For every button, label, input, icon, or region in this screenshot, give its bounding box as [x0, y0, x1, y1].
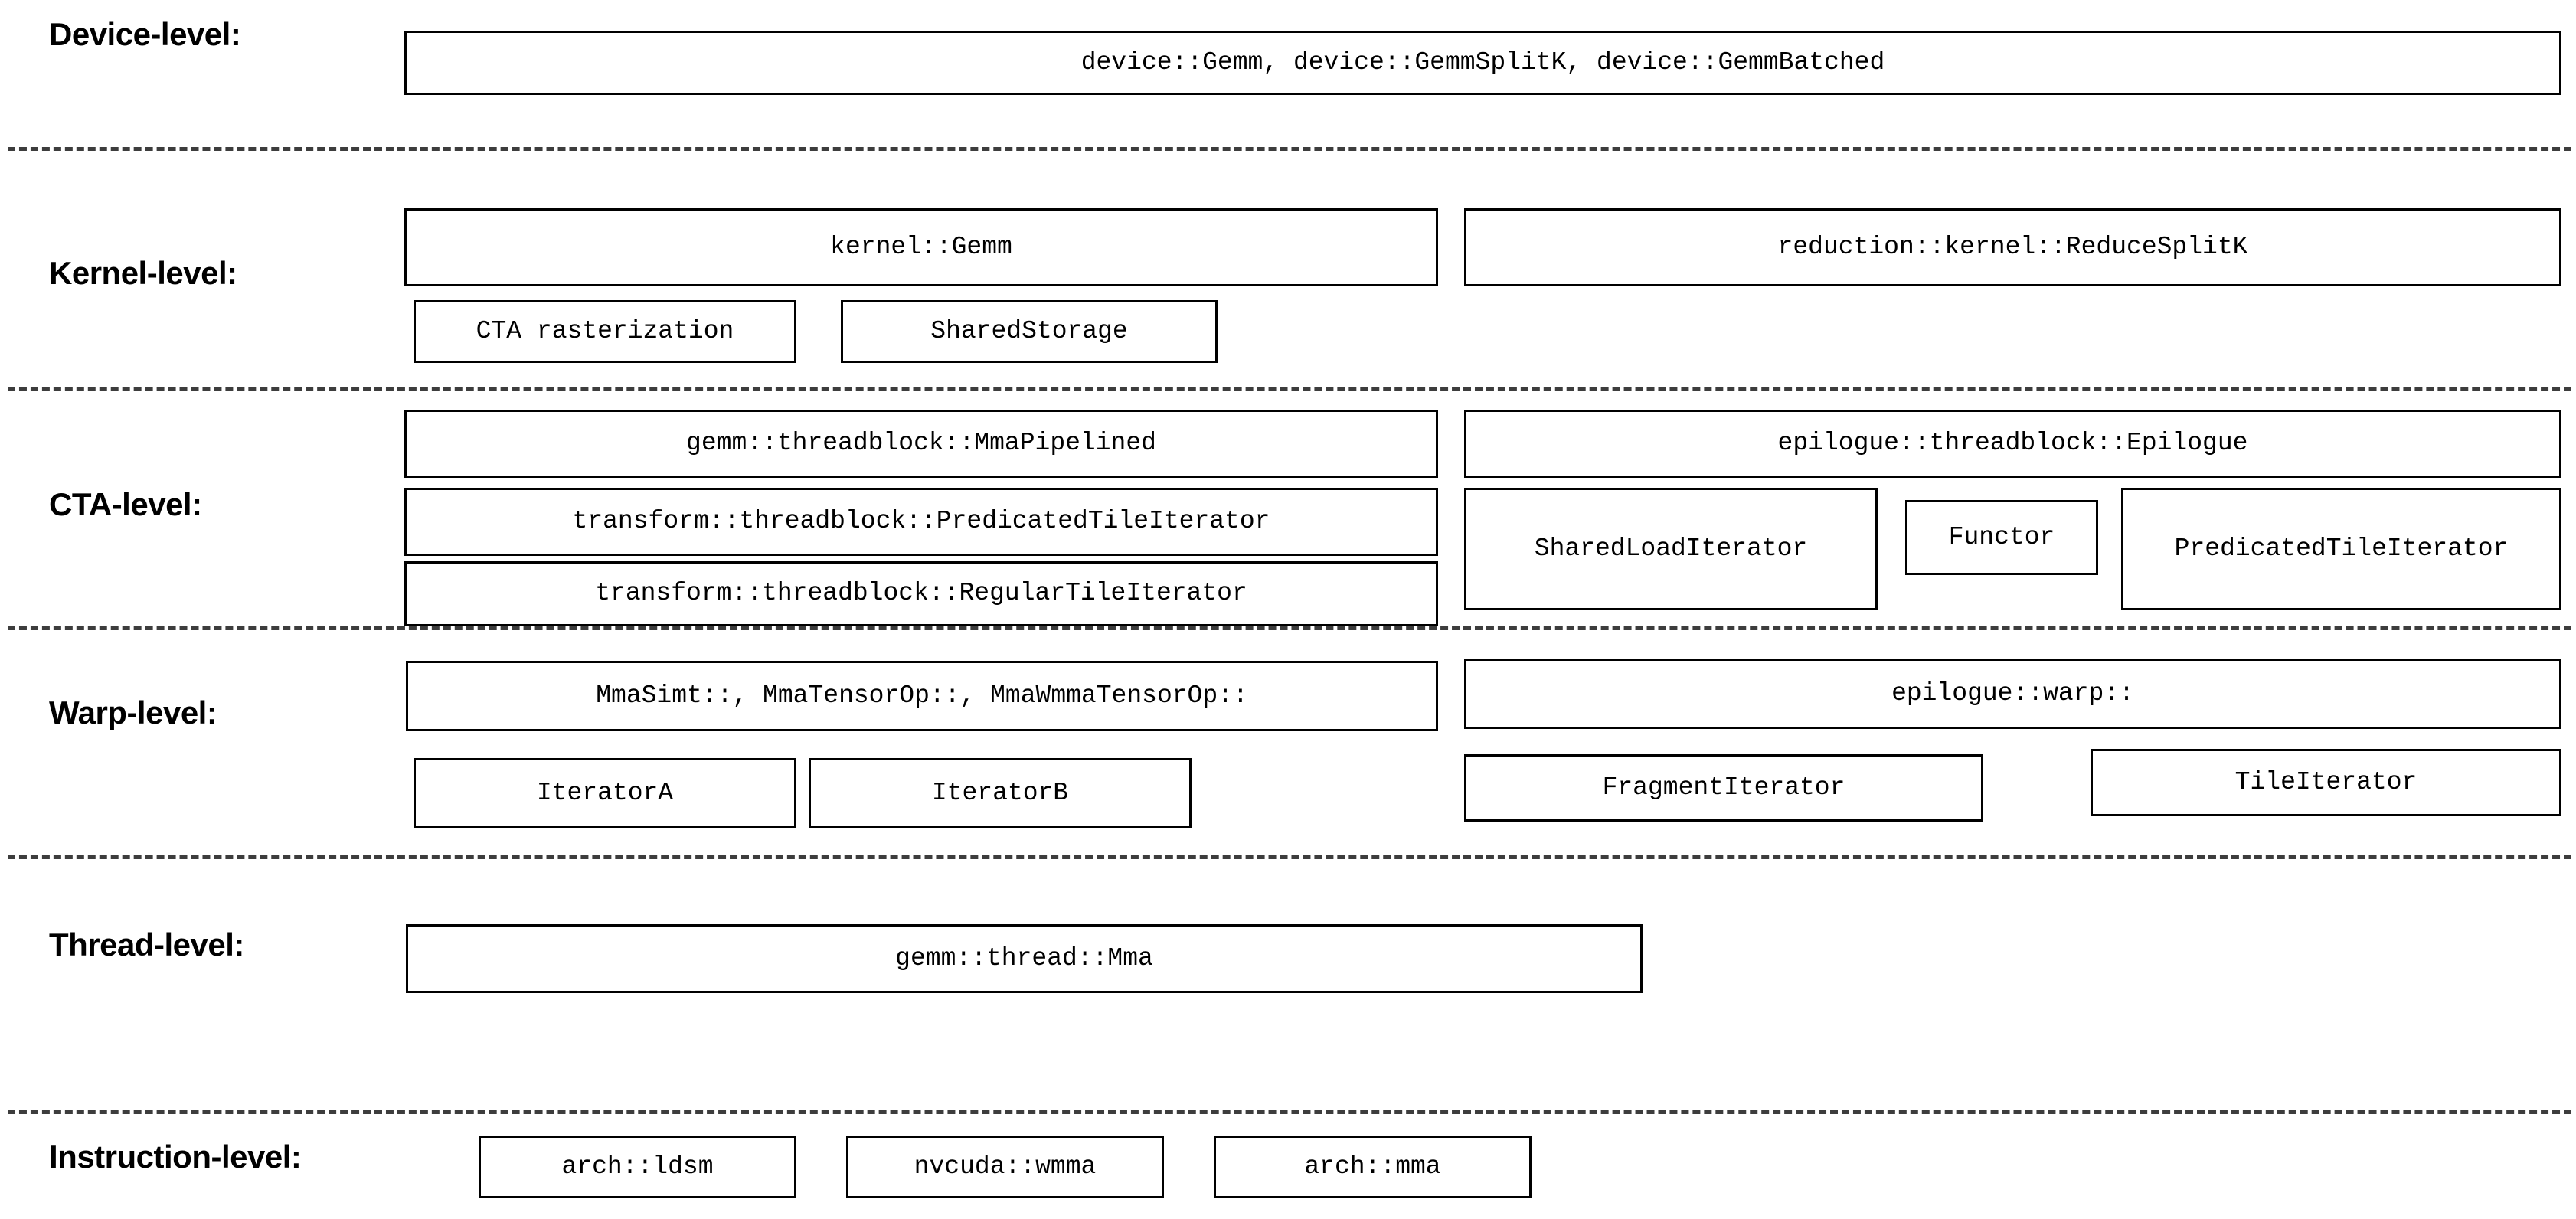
box-warp-iterator-a[interactable]: IteratorA [414, 758, 796, 828]
box-arch-mma[interactable]: arch::mma [1214, 1136, 1532, 1198]
box-epilogue-warp[interactable]: epilogue::warp:: [1464, 659, 2561, 729]
level-label-instruction: Instruction-level: [49, 1139, 302, 1175]
separator-kernel-cta [8, 387, 2571, 391]
box-transform-threadblock-regulartileiterator[interactable]: transform::threadblock::RegularTileItera… [404, 561, 1438, 626]
box-epilogue-predicatedtileiterator[interactable]: PredicatedTileIterator [2121, 488, 2561, 610]
box-warp-tile-iterator[interactable]: TileIterator [2091, 749, 2561, 816]
box-warp-iterator-b[interactable]: IteratorB [809, 758, 1192, 828]
box-arch-ldsm[interactable]: arch::ldsm [479, 1136, 796, 1198]
box-warp-fragment-iterator[interactable]: FragmentIterator [1464, 754, 1983, 822]
level-label-kernel: Kernel-level: [49, 255, 237, 291]
separator-cta-warp [8, 626, 2571, 630]
level-label-warp: Warp-level: [49, 694, 217, 730]
separator-device-kernel [8, 147, 2571, 151]
box-reduction-kernel-reducesplitk[interactable]: reduction::kernel::ReduceSplitK [1464, 208, 2561, 286]
box-device-gemm[interactable]: device::Gemm, device::GemmSplitK, device… [404, 31, 2561, 95]
box-warp-mma-ops[interactable]: MmaSimt::, MmaTensorOp::, MmaWmmaTensorO… [406, 661, 1438, 731]
box-gemm-thread-mma[interactable]: gemm::thread::Mma [406, 924, 1643, 993]
separator-warp-thread [8, 855, 2571, 859]
box-kernel-gemm[interactable]: kernel::Gemm [404, 208, 1438, 286]
level-label-thread: Thread-level: [49, 927, 244, 962]
box-shared-load-iterator[interactable]: SharedLoadIterator [1464, 488, 1878, 610]
box-functor[interactable]: Functor [1905, 500, 2098, 575]
separator-thread-instruction [8, 1110, 2571, 1114]
box-cta-rasterization[interactable]: CTA rasterization [414, 300, 796, 363]
box-gemm-threadblock-mmapipelined[interactable]: gemm::threadblock::MmaPipelined [404, 410, 1438, 478]
box-transform-threadblock-predicatedtileiterator[interactable]: transform::threadblock::PredicatedTileIt… [404, 488, 1438, 556]
level-label-cta: CTA-level: [49, 486, 202, 522]
box-nvcuda-wmma[interactable]: nvcuda::wmma [846, 1136, 1164, 1198]
box-shared-storage[interactable]: SharedStorage [841, 300, 1218, 363]
level-label-device: Device-level: [49, 16, 241, 52]
box-epilogue-threadblock-epilogue[interactable]: epilogue::threadblock::Epilogue [1464, 410, 2561, 478]
